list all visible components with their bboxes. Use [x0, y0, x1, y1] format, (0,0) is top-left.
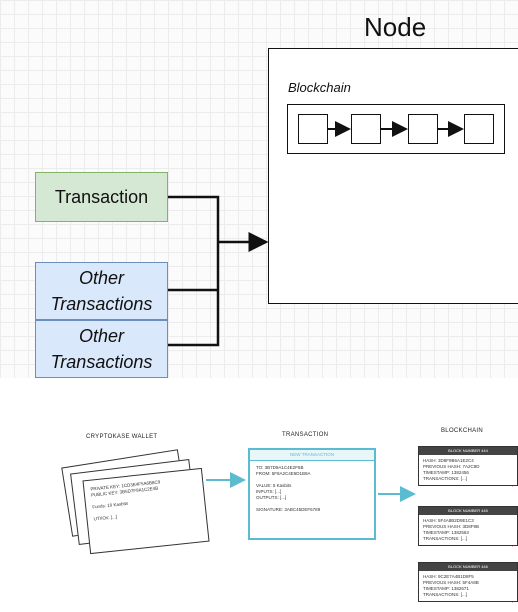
block-line: TIMESTAMP: 1382456 — [423, 470, 469, 475]
tx-line: SIGNATURE: 3ABC45DEF6789 — [256, 507, 321, 512]
block-line: HASH: 5F4A8B2D9E1C3 — [423, 518, 474, 523]
transaction-card-header: NEW TRANSACTION — [250, 450, 374, 461]
block-line: TRANSACTIONS: [...] — [423, 536, 468, 541]
node-box — [268, 48, 518, 304]
block-card-header: BLOCK NUMBER 446 — [419, 563, 517, 571]
transaction-box: Transaction — [35, 172, 168, 222]
block-card-header: BLOCK NUMBER 445 — [419, 507, 517, 515]
block-card-3: BLOCK NUMBER 446 HASH: 9C2E7A4B1D8F5 PRE… — [418, 562, 518, 602]
other-transactions-box-2: Other Transactions — [35, 320, 168, 378]
wallet-title: CRYPTOKASE WALLET — [86, 434, 158, 440]
block-card-header: BLOCK NUMBER 444 — [419, 447, 517, 455]
transaction-title: TRANSACTION — [282, 432, 329, 438]
block-card-1: BLOCK NUMBER 444 HASH: 3D8F9B6A1E2C4 PRE… — [418, 446, 518, 486]
block-1 — [298, 114, 328, 144]
wallet-card: PRIVATE KEY: 1CD3E4F5A6B8C9 PUBLIC KEY: … — [82, 467, 210, 555]
node-title: Node — [364, 12, 427, 42]
tx-line: OUTPUTS: [...] — [256, 495, 287, 500]
merge-connectors — [168, 195, 269, 347]
blockchain-title: BLOCKCHAIN — [441, 428, 484, 434]
block-line: HASH: 3D8F9B6A1E2C4 — [423, 458, 474, 463]
block-3 — [408, 114, 438, 144]
block-line: PREVIOUS HASH: 3D8F9B — [423, 524, 480, 529]
block-line: TIMESTAMP: 1382671 — [423, 586, 469, 591]
block-2 — [351, 114, 381, 144]
block-line: TRANSACTIONS: [...] — [423, 476, 468, 481]
block-line: PREVIOUS HASH: 7A2C9D — [423, 464, 480, 469]
block-card-2: BLOCK NUMBER 445 HASH: 5F4A8B2D9E1C3 PRE… — [418, 506, 518, 546]
other-transactions-box-1: Other Transactions — [35, 262, 168, 320]
flow-arrows — [206, 472, 416, 502]
block-line: TRANSACTIONS: [...] — [423, 592, 468, 597]
transaction-card: NEW TRANSACTION TO: 3B7D9A1C4E2F6B FROM:… — [248, 448, 376, 540]
block-line: TIMESTAMP: 1382563 — [423, 530, 469, 535]
tx-line: INPUTS: [...] — [256, 489, 282, 494]
block-line: PREVIOUS HASH: 5F4A8B — [423, 580, 479, 585]
tx-line: TO: 3B7D9A1C4E2F6B — [256, 465, 304, 470]
transaction-label: Transaction — [54, 186, 149, 207]
tx-line: FROM: 5F8A2C4E6D1B9A — [256, 471, 311, 476]
blockchain-label: Blockchain — [288, 80, 351, 95]
tx-line: VALUE: 5 Kasbits — [256, 483, 292, 488]
block-4 — [464, 114, 494, 144]
block-line: HASH: 9C2E7A4B1D8F5 — [423, 574, 474, 579]
other-transactions-label: Other Transactions — [50, 268, 153, 314]
other-transactions-label: Other Transactions — [50, 326, 153, 372]
